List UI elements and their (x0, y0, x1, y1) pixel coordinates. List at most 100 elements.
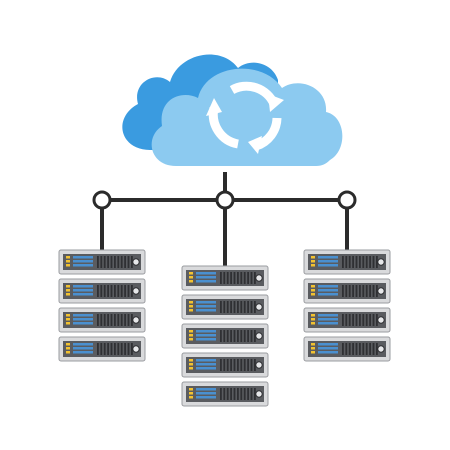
vent-slot (127, 343, 130, 355)
vent-slot (365, 343, 368, 355)
vent-slot (233, 330, 236, 342)
vent-slot (376, 314, 378, 326)
vent-slot (359, 285, 361, 297)
status-led-icon (311, 260, 315, 263)
drive-bay (196, 367, 216, 370)
status-led-icon (189, 334, 193, 337)
vent-slot (359, 314, 361, 326)
vent-slot (220, 301, 222, 313)
vent-slot (355, 285, 358, 297)
drive-bay (318, 256, 338, 259)
vent-slot (120, 256, 123, 268)
vent-slot (97, 285, 99, 297)
vent-slot (240, 330, 243, 342)
server-unit-icon (303, 307, 391, 333)
drive-bay (196, 280, 216, 283)
vent-slot (103, 256, 106, 268)
vent-slot (103, 285, 106, 297)
vent-slot (237, 330, 239, 342)
vent-slot (247, 301, 249, 313)
server-unit-icon (303, 249, 391, 275)
rack-right (303, 249, 391, 362)
sync-arrowhead-right (248, 136, 262, 154)
vent-slot (250, 301, 253, 313)
vent-slot (100, 256, 103, 268)
vent-slot (348, 314, 351, 326)
drive-bay (318, 322, 338, 325)
vent-slot (342, 343, 344, 355)
vent-slot (254, 359, 256, 371)
vent-slot (376, 256, 378, 268)
power-button-icon (377, 258, 385, 266)
status-led-icon (66, 293, 70, 296)
server-unit-icon (181, 294, 269, 320)
vent-slot (97, 343, 99, 355)
vent-slot (243, 301, 246, 313)
vent-slot (365, 256, 368, 268)
status-led-icon (189, 388, 193, 391)
drive-bay (73, 351, 93, 354)
vent-slot (124, 343, 126, 355)
sync-arrows-icon (206, 81, 284, 154)
server-unit-icon (58, 278, 146, 304)
drive-bay (318, 285, 338, 288)
vent-slot (100, 314, 103, 326)
drive-bay (318, 318, 338, 321)
vent-slot (376, 285, 378, 297)
vent-slot (120, 285, 123, 297)
status-led-icon (66, 256, 70, 259)
sync-arrowhead-left (206, 98, 222, 116)
vent-slot (352, 256, 354, 268)
vent-slot (352, 285, 354, 297)
vent-slot (97, 256, 99, 268)
vent-slot (240, 301, 243, 313)
vent-slot (223, 301, 226, 313)
vent-slot (369, 314, 371, 326)
vent-slot (355, 314, 358, 326)
vent-slot (362, 285, 365, 297)
status-led-icon (189, 367, 193, 370)
server-unit-icon (181, 265, 269, 291)
vent-slot (254, 272, 256, 284)
status-led-icon (311, 289, 315, 292)
drive-bay (196, 276, 216, 279)
server-unit-icon (181, 381, 269, 407)
drive-bay (318, 351, 338, 354)
vent-slot (131, 285, 133, 297)
vent-slot (124, 285, 126, 297)
vent-slot (247, 388, 249, 400)
vent-slot (243, 330, 246, 342)
vent-slot (117, 314, 120, 326)
vent-slot (359, 343, 361, 355)
status-led-icon (311, 347, 315, 350)
drive-bay (196, 392, 216, 395)
status-led-icon (66, 351, 70, 354)
vent-slot (124, 256, 126, 268)
status-led-icon (189, 330, 193, 333)
status-led-icon (189, 276, 193, 279)
status-led-icon (189, 338, 193, 341)
drive-bay (196, 330, 216, 333)
vent-slot (114, 256, 116, 268)
power-button-icon (255, 390, 263, 398)
vent-slot (230, 272, 232, 284)
vent-slot (372, 285, 375, 297)
power-button-icon (377, 287, 385, 295)
drive-bay (73, 314, 93, 317)
vent-slot (233, 388, 236, 400)
status-led-icon (311, 314, 315, 317)
vent-slot (240, 272, 243, 284)
rack-center (181, 265, 269, 407)
drive-bay (318, 343, 338, 346)
server-racks (58, 249, 391, 407)
server-unit-icon (303, 278, 391, 304)
vent-slot (131, 314, 133, 326)
vent-slot (127, 285, 130, 297)
vent-slot (250, 272, 253, 284)
vent-slot (372, 343, 375, 355)
vent-slot (250, 359, 253, 371)
status-led-icon (66, 264, 70, 267)
network-nodes (92, 190, 357, 210)
vent-slot (114, 314, 116, 326)
status-led-icon (311, 293, 315, 296)
